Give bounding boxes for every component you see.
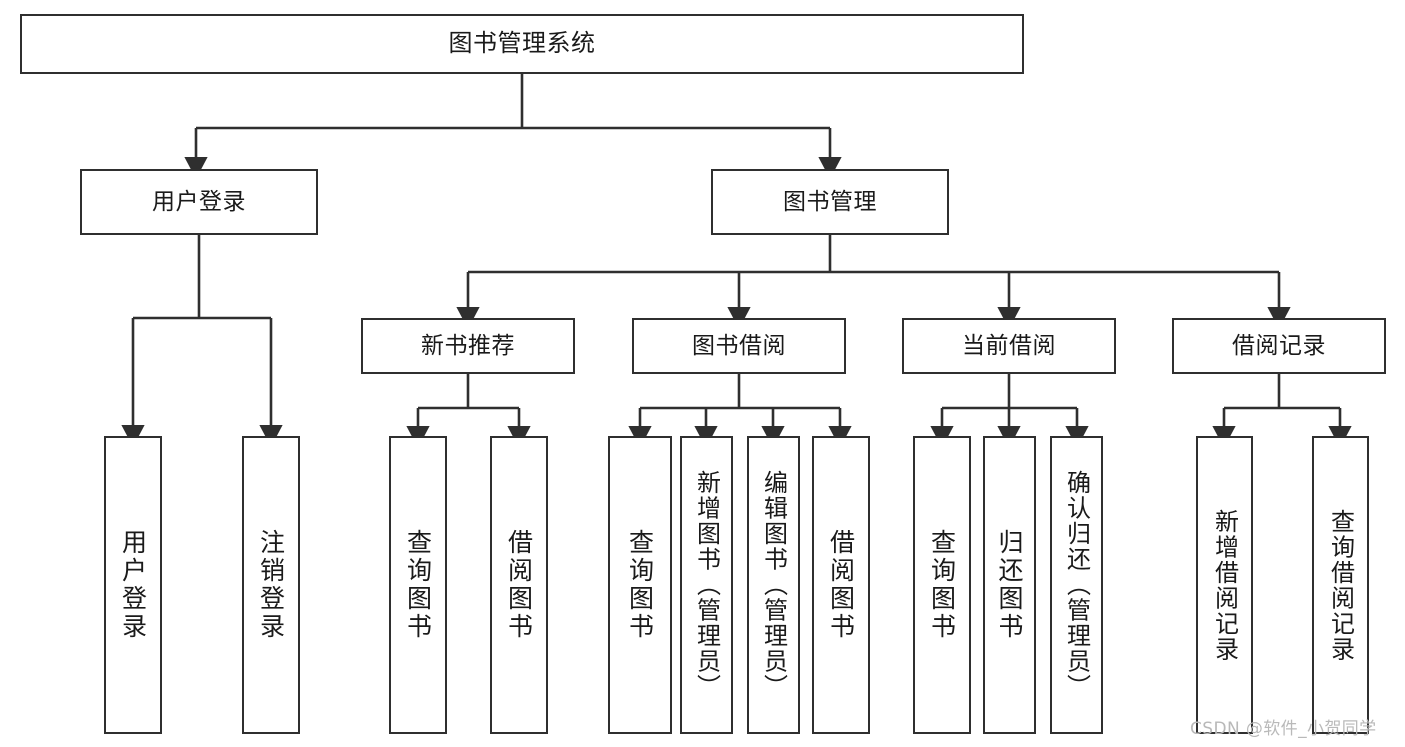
leaf-logout[interactable]: 注销登录 (242, 436, 300, 734)
node-label: 借阅图书 (504, 529, 534, 641)
node-label: 用户登录 (152, 188, 246, 215)
node-label: 确认归还（管理员） (1062, 470, 1091, 700)
csdn-watermark: CSDN @软件_小贺同学 (1190, 719, 1377, 739)
node-label: 图书管理 (783, 188, 877, 215)
node-label: 注销登录 (256, 529, 286, 641)
node-user-login[interactable]: 用户登录 (80, 169, 318, 235)
node-label: 新书推荐 (421, 332, 515, 359)
node-book-borrow[interactable]: 图书借阅 (632, 318, 846, 374)
leaf-query-book-new[interactable]: 查询图书 (389, 436, 447, 734)
leaf-query-book-borrow[interactable]: 查询图书 (608, 436, 672, 734)
leaf-return-book[interactable]: 归还图书 (983, 436, 1036, 734)
node-label: 新增借阅记录 (1210, 508, 1239, 662)
leaf-add-book-admin[interactable]: 新增图书（管理员） (680, 436, 733, 734)
leaf-add-borrow-record[interactable]: 新增借阅记录 (1196, 436, 1253, 734)
node-borrow-record[interactable]: 借阅记录 (1172, 318, 1386, 374)
node-label: 查询借阅记录 (1326, 508, 1355, 662)
node-label: 编辑图书（管理员） (759, 470, 788, 700)
leaf-borrow-book[interactable]: 借阅图书 (812, 436, 870, 734)
node-label: 查询图书 (927, 529, 957, 641)
node-label: 用户登录 (118, 529, 148, 641)
node-label: 查询图书 (625, 529, 655, 641)
node-label: 当前借阅 (962, 332, 1056, 359)
leaf-edit-book-admin[interactable]: 编辑图书（管理员） (747, 436, 800, 734)
node-label: 图书借阅 (692, 332, 786, 359)
node-label: 查询图书 (403, 529, 433, 641)
node-current-borrow[interactable]: 当前借阅 (902, 318, 1116, 374)
node-new-book-recommend[interactable]: 新书推荐 (361, 318, 575, 374)
leaf-borrow-book-new[interactable]: 借阅图书 (490, 436, 548, 734)
node-label: 图书管理系统 (448, 29, 596, 58)
node-label: 新增图书（管理员） (692, 470, 721, 700)
leaf-user-login[interactable]: 用户登录 (104, 436, 162, 734)
node-book-management[interactable]: 图书管理 (711, 169, 949, 235)
node-label: 借阅图书 (826, 529, 856, 641)
leaf-confirm-return-admin[interactable]: 确认归还（管理员） (1050, 436, 1103, 734)
node-label: 借阅记录 (1232, 332, 1326, 359)
leaf-query-borrow-record[interactable]: 查询借阅记录 (1312, 436, 1369, 734)
node-label: 归还图书 (995, 529, 1024, 641)
leaf-query-book-current[interactable]: 查询图书 (913, 436, 971, 734)
node-root-book-management-system[interactable]: 图书管理系统 (20, 14, 1024, 74)
